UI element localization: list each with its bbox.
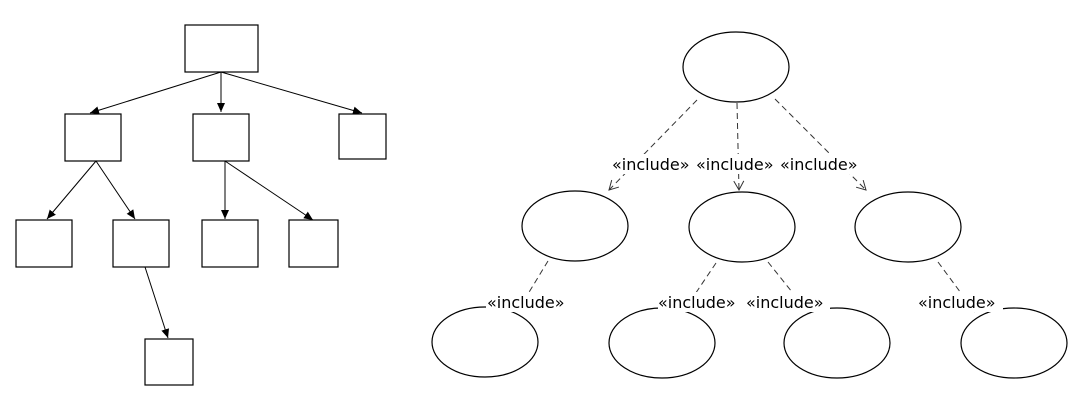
tree-edge-child2-leaf4	[224, 160, 314, 221]
tree-edge-leaf2-bottom	[144, 266, 170, 339]
tree-edge-root-child1	[89, 71, 222, 115]
usecase-mid-right	[854, 191, 962, 263]
usecase-mid-left	[521, 190, 629, 262]
include-label-bottom-1: «include»	[487, 293, 565, 312]
tree-diagram	[15, 24, 387, 386]
include-label-bottom-2: «include»	[658, 293, 736, 312]
usecase-bottom-4	[960, 307, 1068, 379]
tree-node-leaf4	[288, 219, 339, 268]
include-label-top-middle: «include»	[696, 155, 774, 174]
tree-node-bottom	[144, 338, 194, 386]
include-edge-top-middle	[733, 102, 745, 192]
usecase-top	[682, 31, 790, 103]
tree-edge-child1-leaf2	[95, 160, 136, 220]
tree-node-leaf3	[201, 219, 259, 268]
include-edge-top-left	[608, 99, 698, 191]
tree-node-child1	[64, 113, 122, 162]
include-edge-top-right	[774, 98, 867, 191]
include-label-bottom-3: «include»	[746, 293, 824, 312]
tree-node-leaf1	[15, 219, 73, 268]
include-label-bottom-4: «include»	[918, 293, 996, 312]
usecase-bottom-2	[608, 307, 716, 379]
include-label-top-left: «include»	[612, 155, 690, 174]
usecase-bottom-1	[431, 306, 539, 378]
tree-node-leaf2	[112, 219, 170, 268]
tree-node-child3	[338, 113, 387, 160]
include-diagram: «include» «include» «include» «include» …	[431, 31, 1068, 379]
usecase-mid-middle	[688, 191, 796, 263]
include-label-top-right: «include»	[780, 155, 858, 174]
tree-node-root	[184, 24, 259, 73]
tree-edge-child1-leaf1	[46, 160, 97, 220]
tree-edge-root-child3	[220, 71, 363, 115]
usecase-bottom-3	[783, 307, 891, 379]
tree-node-child2	[192, 113, 250, 162]
